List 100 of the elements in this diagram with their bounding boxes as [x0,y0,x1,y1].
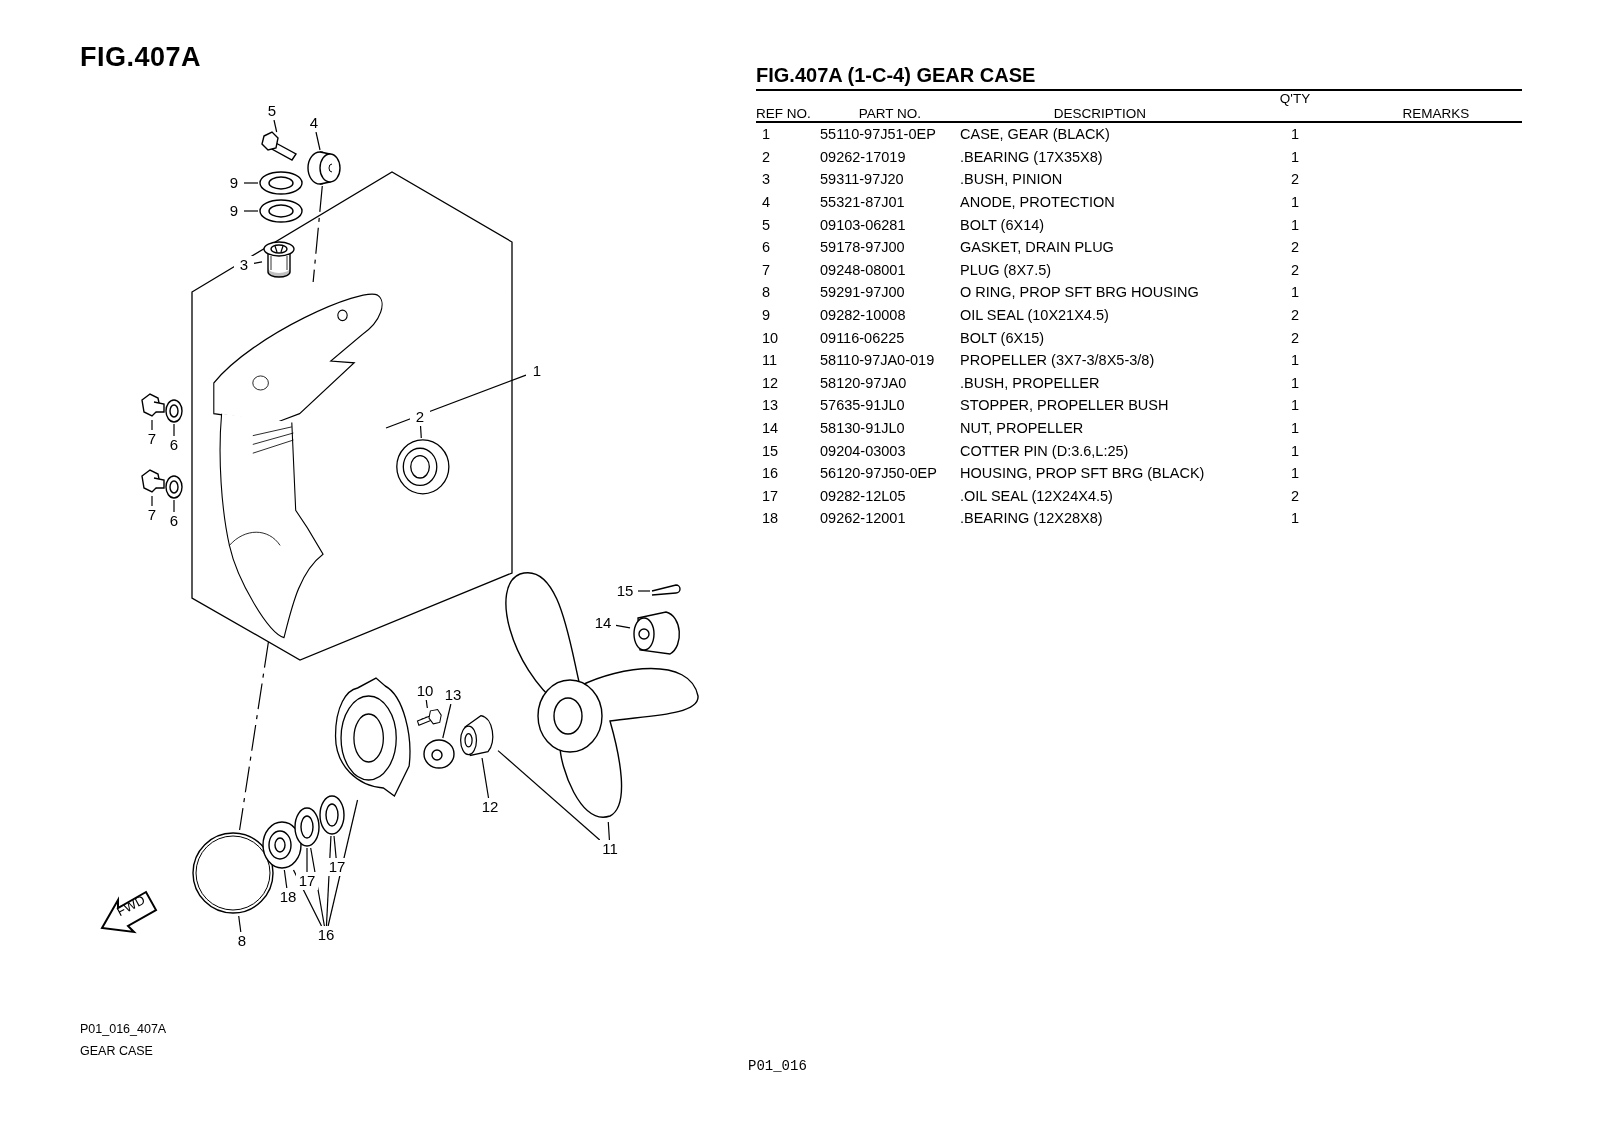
ref-number-cell: 14 [762,420,779,436]
quantity-cell: 1 [1290,352,1300,369]
part-number-cell: 09262-12001 [820,510,906,527]
part-number-cell: 58130-91JL0 [820,420,905,436]
part-number-cell: 59291-97J00 [820,284,905,301]
drain-plug-drawing [138,468,166,496]
part-number-cell: 09262-17019 [820,148,906,165]
ref-number-cell: 17 [762,487,779,504]
part-number-cell: 58110-97JA0-019 [820,352,935,369]
quantity-cell: 2 [1290,239,1300,256]
ball-bearing-drawing [394,438,452,496]
center-line [312,185,323,283]
column-header: DESCRIPTION [1053,106,1147,121]
part-number-cell: 59311-97J20 [820,171,904,188]
quantity-cell: 2 [1290,261,1300,278]
stopper-drawing [422,738,456,770]
figure-title: FIG.407A [80,42,202,73]
leader-line [292,869,323,927]
quantity-cell: 2 [1290,171,1300,188]
ref-number-cell: 13 [762,397,779,414]
ref-number-cell: 7 [762,261,771,278]
oil-seal-drawing [258,170,304,196]
part-description-cell: O RING, PROP SFT BRG HOUSING [960,284,1199,301]
part-number-cell: 09282-12L05 [820,487,906,504]
leader-line [637,590,651,592]
leader-line [243,210,259,212]
drain-plug-drawing [138,392,166,420]
column-header: PART NO. [858,106,922,121]
bush-drawing [262,240,296,278]
ref-number-cell: 4 [762,194,771,211]
part-description-cell: ANODE, PROTECTION [960,194,1115,211]
leader-line [442,703,452,739]
part-number-cell: 09248-08001 [820,261,906,278]
bolt-drawing [262,132,298,162]
leader-line [173,499,175,513]
part-description-cell: COTTER PIN (D:3.6,L:25) [960,442,1129,459]
ref-number-cell: 2 [762,148,771,165]
leader-line [333,835,337,859]
ref-number-cell: 9 [762,307,771,324]
leader-line [151,419,153,431]
leader-line [310,847,326,927]
part-number-cell: 59178-97J00 [820,239,905,256]
quantity-cell: 2 [1290,307,1300,324]
column-header: REF NO. [756,106,811,121]
leader-line [173,423,175,437]
quantity-cell: 1 [1290,194,1300,211]
quantity-cell: 1 [1290,374,1300,391]
o-ring-drawing [190,830,276,916]
ref-number-cell: 5 [762,216,771,233]
ref-number-cell: 1 [762,126,771,143]
ref-number-cell: 12 [762,374,779,391]
part-description-cell: GASKET, DRAIN PLUG [960,239,1114,256]
part-description-cell: .BEARING (17X35X8) [960,148,1103,165]
quantity-cell: 1 [1290,465,1300,482]
leader-line [306,847,308,873]
ref-number-cell: 18 [762,510,779,527]
quantity-cell: 1 [1290,420,1300,436]
quantity-cell: 1 [1290,284,1300,301]
anode-drawing [306,150,342,186]
ref-number-cell: 8 [762,284,771,301]
ref-number-cell: 10 [762,329,779,346]
part-number-cell: 57635-91JL0 [820,397,905,414]
part-number-cell: 55321-87J01 [820,194,905,211]
ref-number-cell: 6 [762,239,771,256]
leader-line [283,869,288,889]
leader-line [325,835,332,927]
leader-line [607,821,610,841]
part-description-cell: .BUSH, PINION [960,171,1063,188]
callout-number: 17 [326,858,348,876]
quantity-cell: 1 [1290,148,1300,165]
part-description-cell: .OIL SEAL (12X24X4.5) [960,487,1113,504]
ref-number-cell: 16 [762,465,779,482]
figure-code: P01_016_407A [80,1022,167,1036]
leader-line [419,425,422,439]
part-description-cell: NUT, PROPELLER [960,420,1084,436]
part-description-cell: OIL SEAL (10X21X4.5) [960,307,1109,324]
leader-line [615,624,631,629]
part-number-cell: 09116-06225 [820,329,905,346]
part-description-cell: .BUSH, PROPELLER [960,374,1100,391]
column-header: Q'TY [1279,91,1311,106]
part-number-cell: 58120-97JA0 [820,374,907,391]
part-description-cell: .BEARING (12X28X8) [960,510,1103,527]
quantity-cell: 1 [1290,397,1300,414]
part-description-cell: PLUG (8X7.5) [960,261,1052,278]
quantity-cell: 2 [1290,487,1300,504]
leader-line [315,131,321,151]
oil-seal-drawing [318,794,346,836]
leader-line [327,799,359,927]
part-number-cell: 56120-97J50-0EP [820,465,937,482]
quantity-cell: 1 [1290,126,1300,143]
part-description-cell: HOUSING, PROP SFT BRG (BLACK) [960,465,1205,482]
leader-line [243,182,259,184]
part-number-cell: 09204-03003 [820,442,906,459]
oil-seal-drawing [293,806,321,848]
leader-line [425,699,428,709]
leader-line [238,915,242,933]
ref-number-cell: 3 [762,171,771,188]
part-number-cell: 55110-97J51-0EP [820,126,936,143]
part-number-cell: 09282-10008 [820,307,906,324]
leader-line [497,750,601,841]
